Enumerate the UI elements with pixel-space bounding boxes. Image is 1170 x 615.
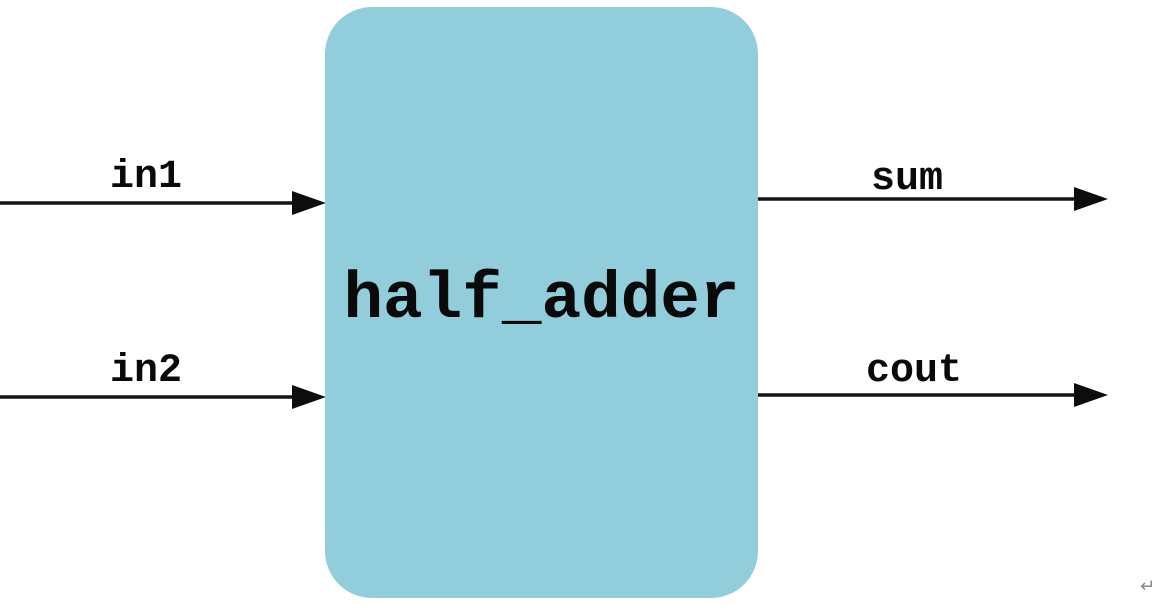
- block-label: half_adder: [343, 261, 740, 337]
- in2-arrow: [0, 385, 326, 409]
- port-label-cout: cout: [866, 349, 963, 394]
- paragraph-return-icon: ↵: [1140, 576, 1156, 597]
- cout-arrow: [758, 383, 1108, 407]
- half-adder-block: half_adder: [325, 7, 758, 598]
- port-label-sum: sum: [871, 157, 944, 202]
- port-label-in1: in1: [110, 155, 183, 200]
- sum-arrow: [758, 187, 1108, 211]
- in1-arrow: [0, 191, 326, 215]
- port-label-in2: in2: [110, 349, 183, 394]
